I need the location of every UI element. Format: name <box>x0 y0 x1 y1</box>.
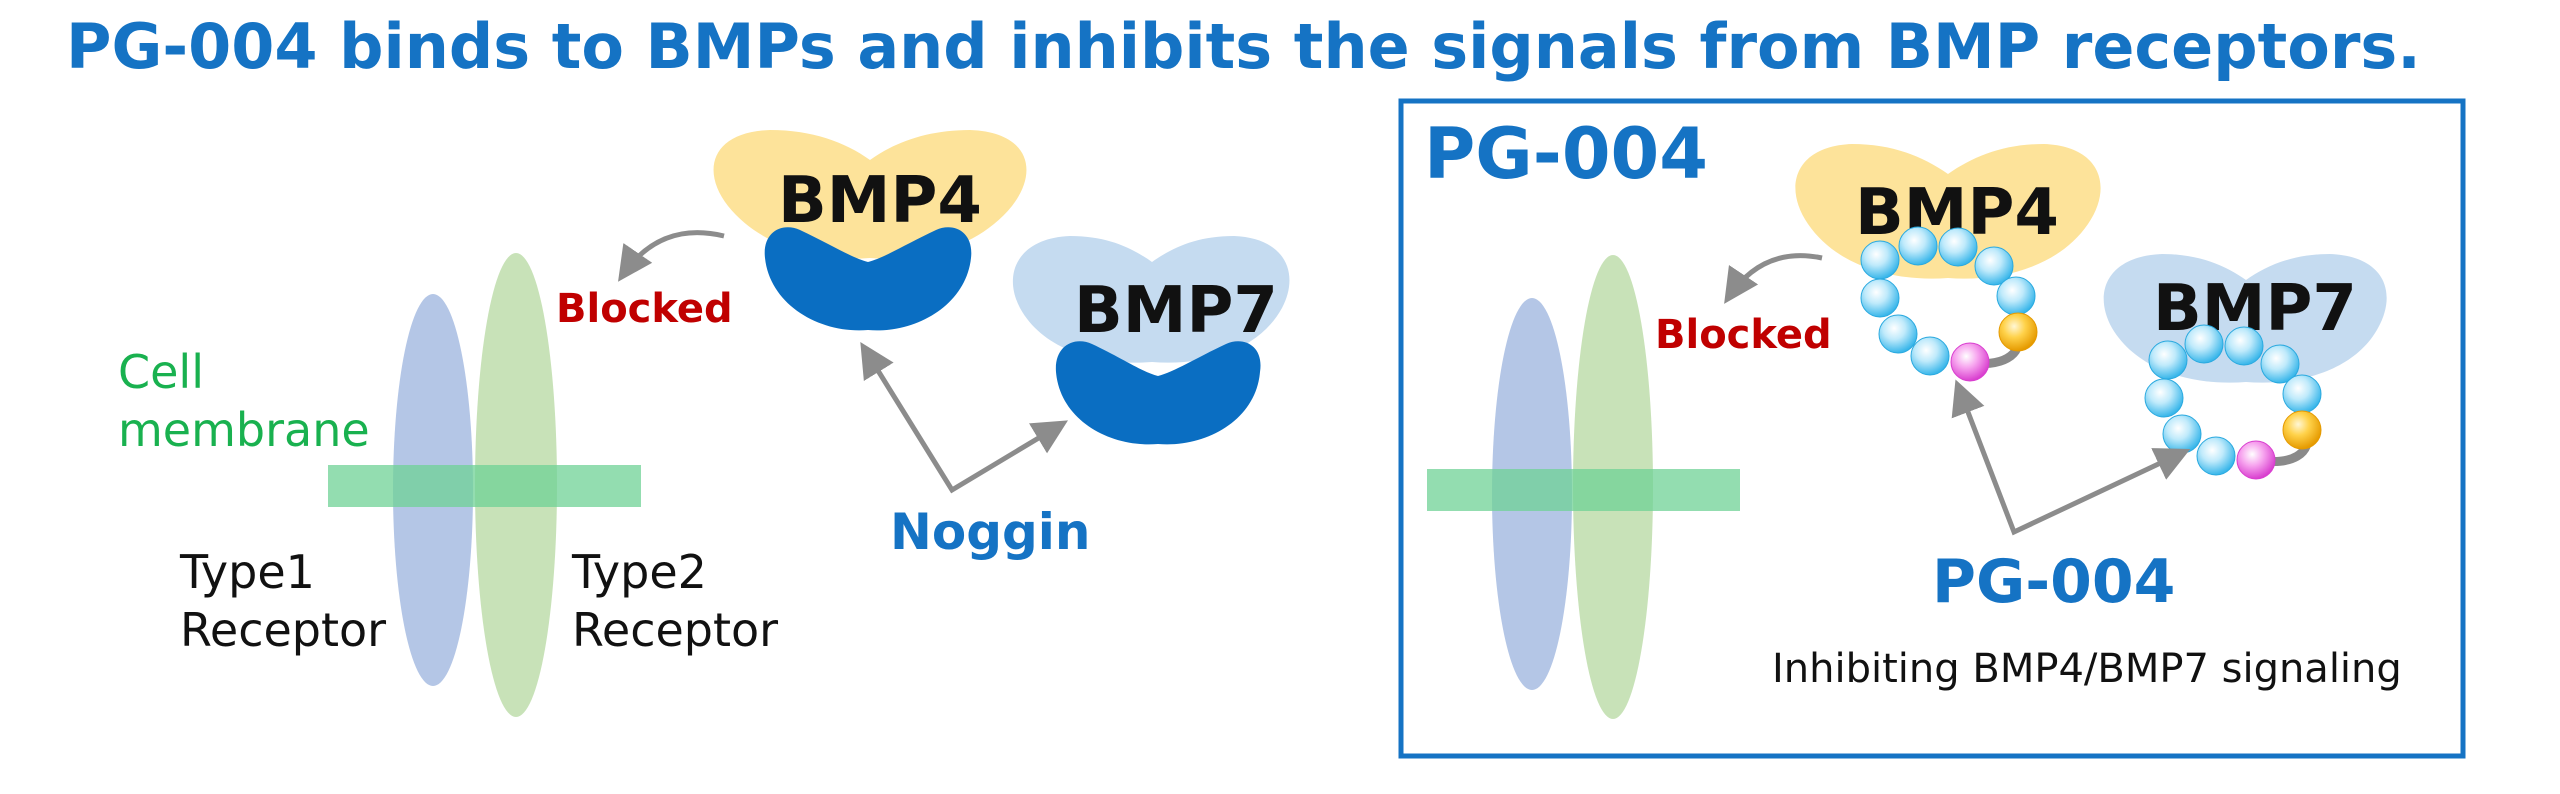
pg004-arrows <box>1951 379 2191 536</box>
pg004-inhibitor-label: PG-004 <box>1932 547 2175 617</box>
cell-membrane-bar-right <box>1427 469 1740 511</box>
type1-label-line1: Type1 <box>179 545 315 599</box>
type2-label-line1: Type2 <box>571 545 707 599</box>
membrane-label-line2: membrane <box>118 403 370 457</box>
noggin-shape-bmp7 <box>1055 341 1261 445</box>
blocked-arrow-right <box>1724 253 1823 304</box>
left-diagram: Cell membrane Type1 Receptor Type2 Recep… <box>118 130 1290 717</box>
type2-label-line2: Receptor <box>572 603 778 657</box>
bmp7-wings <box>1012 236 1290 363</box>
blocked-label-right: Blocked <box>1655 312 1832 358</box>
bmp7-noggin-complex: BMP7 <box>1012 236 1290 445</box>
pg004-panel-title: PG-004 <box>1424 113 1708 195</box>
pg004-panel: PG-004 Blocked BMP4 <box>1398 98 2466 759</box>
bmp4-wings <box>713 130 1027 259</box>
cell-membrane-bar <box>328 465 641 507</box>
type1-label-line2: Receptor <box>180 603 386 657</box>
bmp4-label: BMP4 <box>778 164 982 238</box>
page-title: PG-004 binds to BMPs and inhibits the si… <box>66 10 2421 83</box>
bmp7-pg004-complex: BMP7 <box>2103 254 2387 480</box>
bmp7-label: BMP7 <box>1074 274 1278 348</box>
membrane-label-line1: Cell <box>118 345 204 399</box>
pg004-panel-border <box>1398 98 2466 759</box>
blocked-label-left: Blocked <box>556 286 733 332</box>
bmp4-noggin-complex: BMP4 <box>713 130 1027 331</box>
bmp4-pg004-complex: BMP4 <box>1795 144 2101 382</box>
noggin-arrows <box>860 342 1069 494</box>
blocked-arrow-left <box>618 230 725 282</box>
pg004-beads-bmp4 <box>1860 226 2038 382</box>
noggin-label: Noggin <box>890 503 1091 561</box>
pg004-caption: Inhibiting BMP4/BMP7 signaling <box>1772 646 2402 692</box>
noggin-shape-bmp4 <box>764 227 972 331</box>
